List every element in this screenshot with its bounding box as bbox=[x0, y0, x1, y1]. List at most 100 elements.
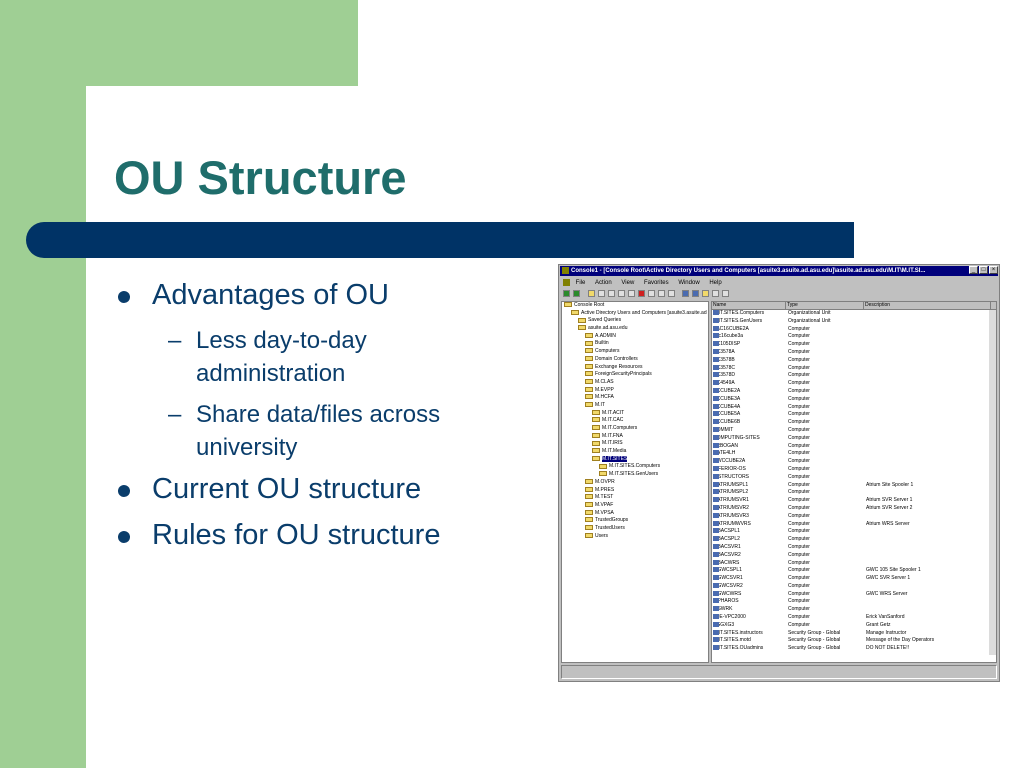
tree-item[interactable]: M.VPAF bbox=[562, 502, 708, 510]
up-folder-icon[interactable] bbox=[588, 290, 595, 297]
minimize-button[interactable]: _ bbox=[969, 266, 978, 274]
tree-item[interactable]: asuite.ad.asu.edu bbox=[562, 325, 708, 333]
tree-item[interactable]: M.CLAS bbox=[562, 379, 708, 387]
vertical-scrollbar[interactable] bbox=[989, 310, 996, 655]
menu-action[interactable]: Action bbox=[595, 280, 612, 286]
tree-item[interactable]: M.IT.SITES.Computers bbox=[562, 463, 708, 471]
find-icon[interactable] bbox=[722, 290, 729, 297]
new-user-icon[interactable] bbox=[682, 290, 689, 297]
tree-item[interactable]: M.IT.SITES bbox=[562, 455, 708, 464]
delete-icon[interactable] bbox=[638, 290, 645, 297]
menu-help[interactable]: Help bbox=[709, 280, 722, 286]
tree-item[interactable]: ForeignSecurityPrincipals bbox=[562, 371, 708, 379]
tree-item[interactable]: M.PRES bbox=[562, 487, 708, 495]
help-icon[interactable] bbox=[668, 290, 675, 297]
menu-window[interactable]: Window bbox=[678, 280, 700, 286]
tree-item[interactable]: Computers bbox=[562, 348, 708, 356]
tree-item[interactable]: M.EVPP bbox=[562, 387, 708, 395]
tree-item[interactable]: A.ADMIN bbox=[562, 333, 708, 341]
forward-icon[interactable] bbox=[573, 290, 580, 297]
tree-item[interactable]: Console Root bbox=[562, 302, 708, 310]
tree-item[interactable]: M.IT.FNA bbox=[562, 433, 708, 441]
show-tree-icon[interactable] bbox=[598, 290, 605, 297]
back-icon[interactable] bbox=[563, 290, 570, 297]
menu-file[interactable]: File bbox=[575, 280, 586, 286]
tree-item[interactable]: Builtin bbox=[562, 340, 708, 348]
tree-item[interactable]: M.IT.ACIT bbox=[562, 410, 708, 418]
tree-item[interactable]: M.IT.SITES.GenUsers bbox=[562, 471, 708, 479]
properties-icon[interactable] bbox=[608, 290, 615, 297]
cut-icon[interactable] bbox=[618, 290, 625, 297]
tree-item[interactable]: M.IT.Computers bbox=[562, 425, 708, 433]
copy-icon[interactable] bbox=[628, 290, 635, 297]
new-group-icon[interactable] bbox=[692, 290, 699, 297]
column-header-name[interactable]: Name bbox=[712, 302, 786, 309]
tree-item[interactable]: M.IT.CAC bbox=[562, 417, 708, 425]
tree-item[interactable]: TrustedGroups bbox=[562, 517, 708, 525]
tree-item[interactable]: Active Directory Users and Computers [as… bbox=[562, 310, 708, 318]
tree-item[interactable]: Users bbox=[562, 533, 708, 541]
refresh-icon[interactable] bbox=[648, 290, 655, 297]
menu-favorites[interactable]: Favorites bbox=[643, 280, 669, 286]
tree-item[interactable]: Exchange Resources bbox=[562, 364, 708, 372]
filter-icon[interactable] bbox=[712, 290, 719, 297]
tree-item[interactable]: Saved Queries bbox=[562, 317, 708, 325]
close-button[interactable]: × bbox=[989, 266, 998, 274]
column-header-type[interactable]: Type bbox=[786, 302, 864, 309]
tree-item[interactable]: M.TEST bbox=[562, 494, 708, 502]
tree-item[interactable]: M.IT.Media bbox=[562, 448, 708, 456]
menu-view[interactable]: View bbox=[621, 280, 635, 286]
tree-item[interactable]: M.OVPR bbox=[562, 479, 708, 487]
export-list-icon[interactable] bbox=[658, 290, 665, 297]
tree-item[interactable]: Domain Controllers bbox=[562, 356, 708, 364]
tree-item[interactable]: M.IT bbox=[562, 402, 708, 410]
column-header-description[interactable]: Description bbox=[864, 302, 991, 309]
tree-item[interactable]: M.VPSA bbox=[562, 510, 708, 518]
tree-item[interactable]: M.IT.IRIS bbox=[562, 440, 708, 448]
maximize-button[interactable]: □ bbox=[979, 266, 988, 274]
tree-item[interactable]: TrustedUsers bbox=[562, 525, 708, 533]
